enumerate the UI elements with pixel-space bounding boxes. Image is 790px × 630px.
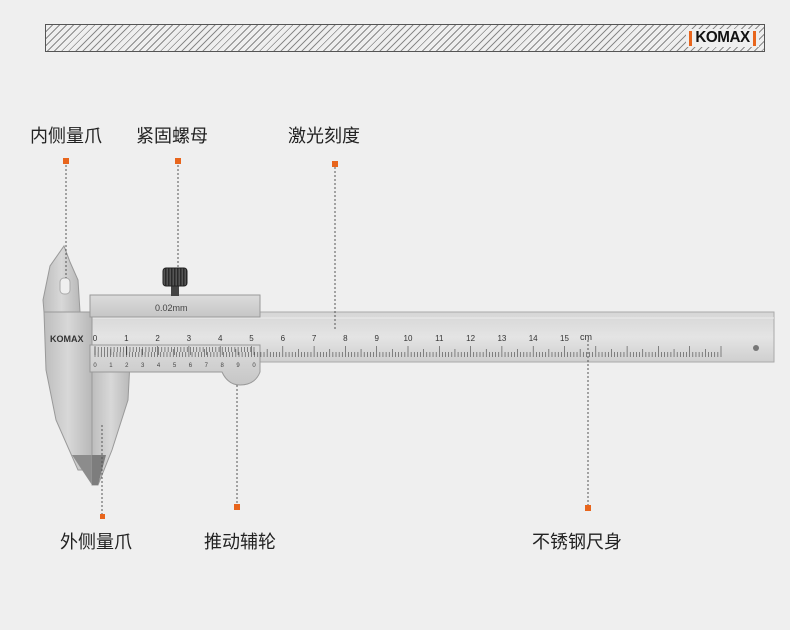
marker-thumb-wheel — [234, 504, 240, 510]
fixed-outer-jaw-tip — [72, 455, 92, 485]
vernier-scale-number: 3 — [141, 363, 145, 369]
main-scale-number: 14 — [529, 334, 538, 343]
vernier-reading-text: 0.02mm — [155, 303, 188, 313]
vernier-scale-number: 5 — [173, 363, 177, 369]
main-scale-number: 11 — [435, 334, 444, 343]
beam-end-hole — [753, 345, 759, 351]
vernier-scale-number: 7 — [205, 363, 209, 369]
label-lock-nut: 紧固螺母 — [136, 126, 208, 147]
vernier-scale-number: 0 — [252, 363, 256, 369]
leader-markers — [63, 158, 591, 519]
main-scale-number: 13 — [497, 334, 506, 343]
marker-inner-jaw — [63, 158, 69, 164]
marker-lock-nut — [175, 158, 181, 164]
marker-laser-scale — [332, 161, 338, 167]
inner-jaw-slot — [59, 277, 71, 295]
logo-bar-left — [688, 30, 692, 46]
main-scale-number: 12 — [466, 334, 475, 343]
main-scale-ticks — [94, 346, 722, 357]
main-scale-number: 10 — [404, 334, 413, 343]
leader-lines — [65, 161, 589, 517]
vernier-scale-number: 1 — [109, 363, 113, 369]
main-scale-number: 5 — [249, 334, 254, 343]
marker-outer-jaw — [100, 514, 105, 519]
label-thumb-wheel: 推动辅轮 — [204, 532, 276, 553]
logo-text: KOMAX — [695, 29, 750, 46]
vernier-scale-number: 9 — [236, 363, 240, 369]
label-outer-jaw: 外侧量爪 — [60, 532, 132, 553]
main-scale-number: 0 — [93, 334, 98, 343]
vernier-scale-ticks — [94, 347, 255, 355]
lock-nut-knob — [162, 267, 188, 287]
main-scale-number: 2 — [155, 334, 160, 343]
marker-steel-body — [585, 505, 591, 511]
vernier-scale-numbers: 0 1 2 3 4 5 6 7 8 9 0 — [93, 363, 256, 369]
main-scale-number: 4 — [218, 334, 223, 343]
vernier-scale-number: 2 — [125, 363, 129, 369]
main-scale-number: 15 — [560, 334, 569, 343]
label-inner-jaw: 内侧量爪 — [30, 126, 102, 147]
vernier-scale-number: 6 — [189, 363, 193, 369]
main-scale-number: 3 — [187, 334, 192, 343]
label-laser-scale: 激光刻度 — [288, 126, 360, 147]
vernier-scale-number: 8 — [221, 363, 225, 369]
lock-nut-stem — [171, 284, 179, 296]
main-scale-number: 1 — [124, 334, 129, 343]
brand-logo: KOMAX — [685, 29, 759, 47]
logo-bar-right — [753, 30, 756, 46]
body-brand-text: KOMAX — [50, 334, 84, 344]
unit-text: cm — [580, 332, 592, 342]
vernier-scale-number: 0 — [93, 363, 97, 369]
vernier-scale-number: 4 — [157, 363, 161, 369]
header-bar: KOMAX — [45, 24, 765, 52]
main-scale-number: 6 — [281, 334, 286, 343]
main-scale-number: 7 — [312, 334, 317, 343]
main-scale-number: 8 — [343, 334, 348, 343]
label-steel-body: 不锈钢尺身 — [532, 532, 622, 553]
main-scale-number: 9 — [374, 334, 379, 343]
